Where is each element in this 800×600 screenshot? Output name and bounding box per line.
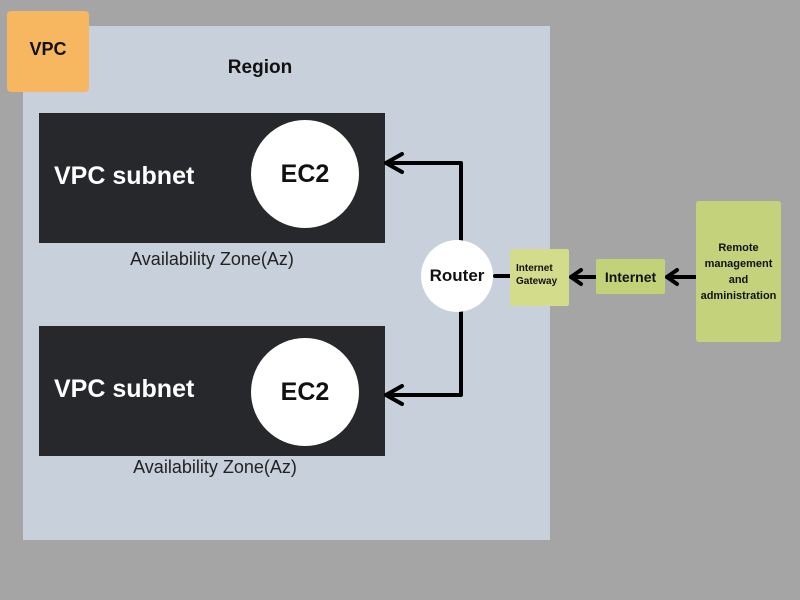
router-label: Router <box>429 266 485 285</box>
vpc-badge: VPC <box>7 11 89 92</box>
internet-label: Internet <box>604 268 657 285</box>
ec2-instance-2: EC2 <box>251 338 359 446</box>
remote-line-3: and <box>728 274 749 286</box>
internet-gateway-box: Internet Gateway <box>510 249 569 306</box>
internet-gateway-line-2: Gateway <box>516 276 558 287</box>
remote-line-1: Remote <box>718 242 759 254</box>
remote-line-4: administration <box>700 290 777 302</box>
internet-arrowhead <box>665 268 679 286</box>
remote-line-2: management <box>704 258 773 270</box>
region-title: Region <box>227 57 293 78</box>
ec2-instance-1: EC2 <box>251 120 359 228</box>
router-node: Router <box>421 240 493 312</box>
vpc-label: VPC <box>29 39 67 59</box>
vpc-subnet-2-label: VPC subnet <box>54 375 195 403</box>
internet-box: Internet <box>596 259 665 294</box>
availability-zone-1-label: Availability Zone(Az) <box>130 249 294 269</box>
gateway-arrowhead <box>569 268 583 286</box>
vpc-subnet-1-label: VPC subnet <box>54 162 195 190</box>
internet-gateway-line-1: Internet <box>516 263 553 274</box>
availability-zone-2-label: Availability Zone(Az) <box>133 457 297 477</box>
remote-management-box: Remote management and administration <box>696 201 781 342</box>
ec2-instance-1-label: EC2 <box>280 159 330 188</box>
ec2-instance-2-label: EC2 <box>280 377 330 406</box>
